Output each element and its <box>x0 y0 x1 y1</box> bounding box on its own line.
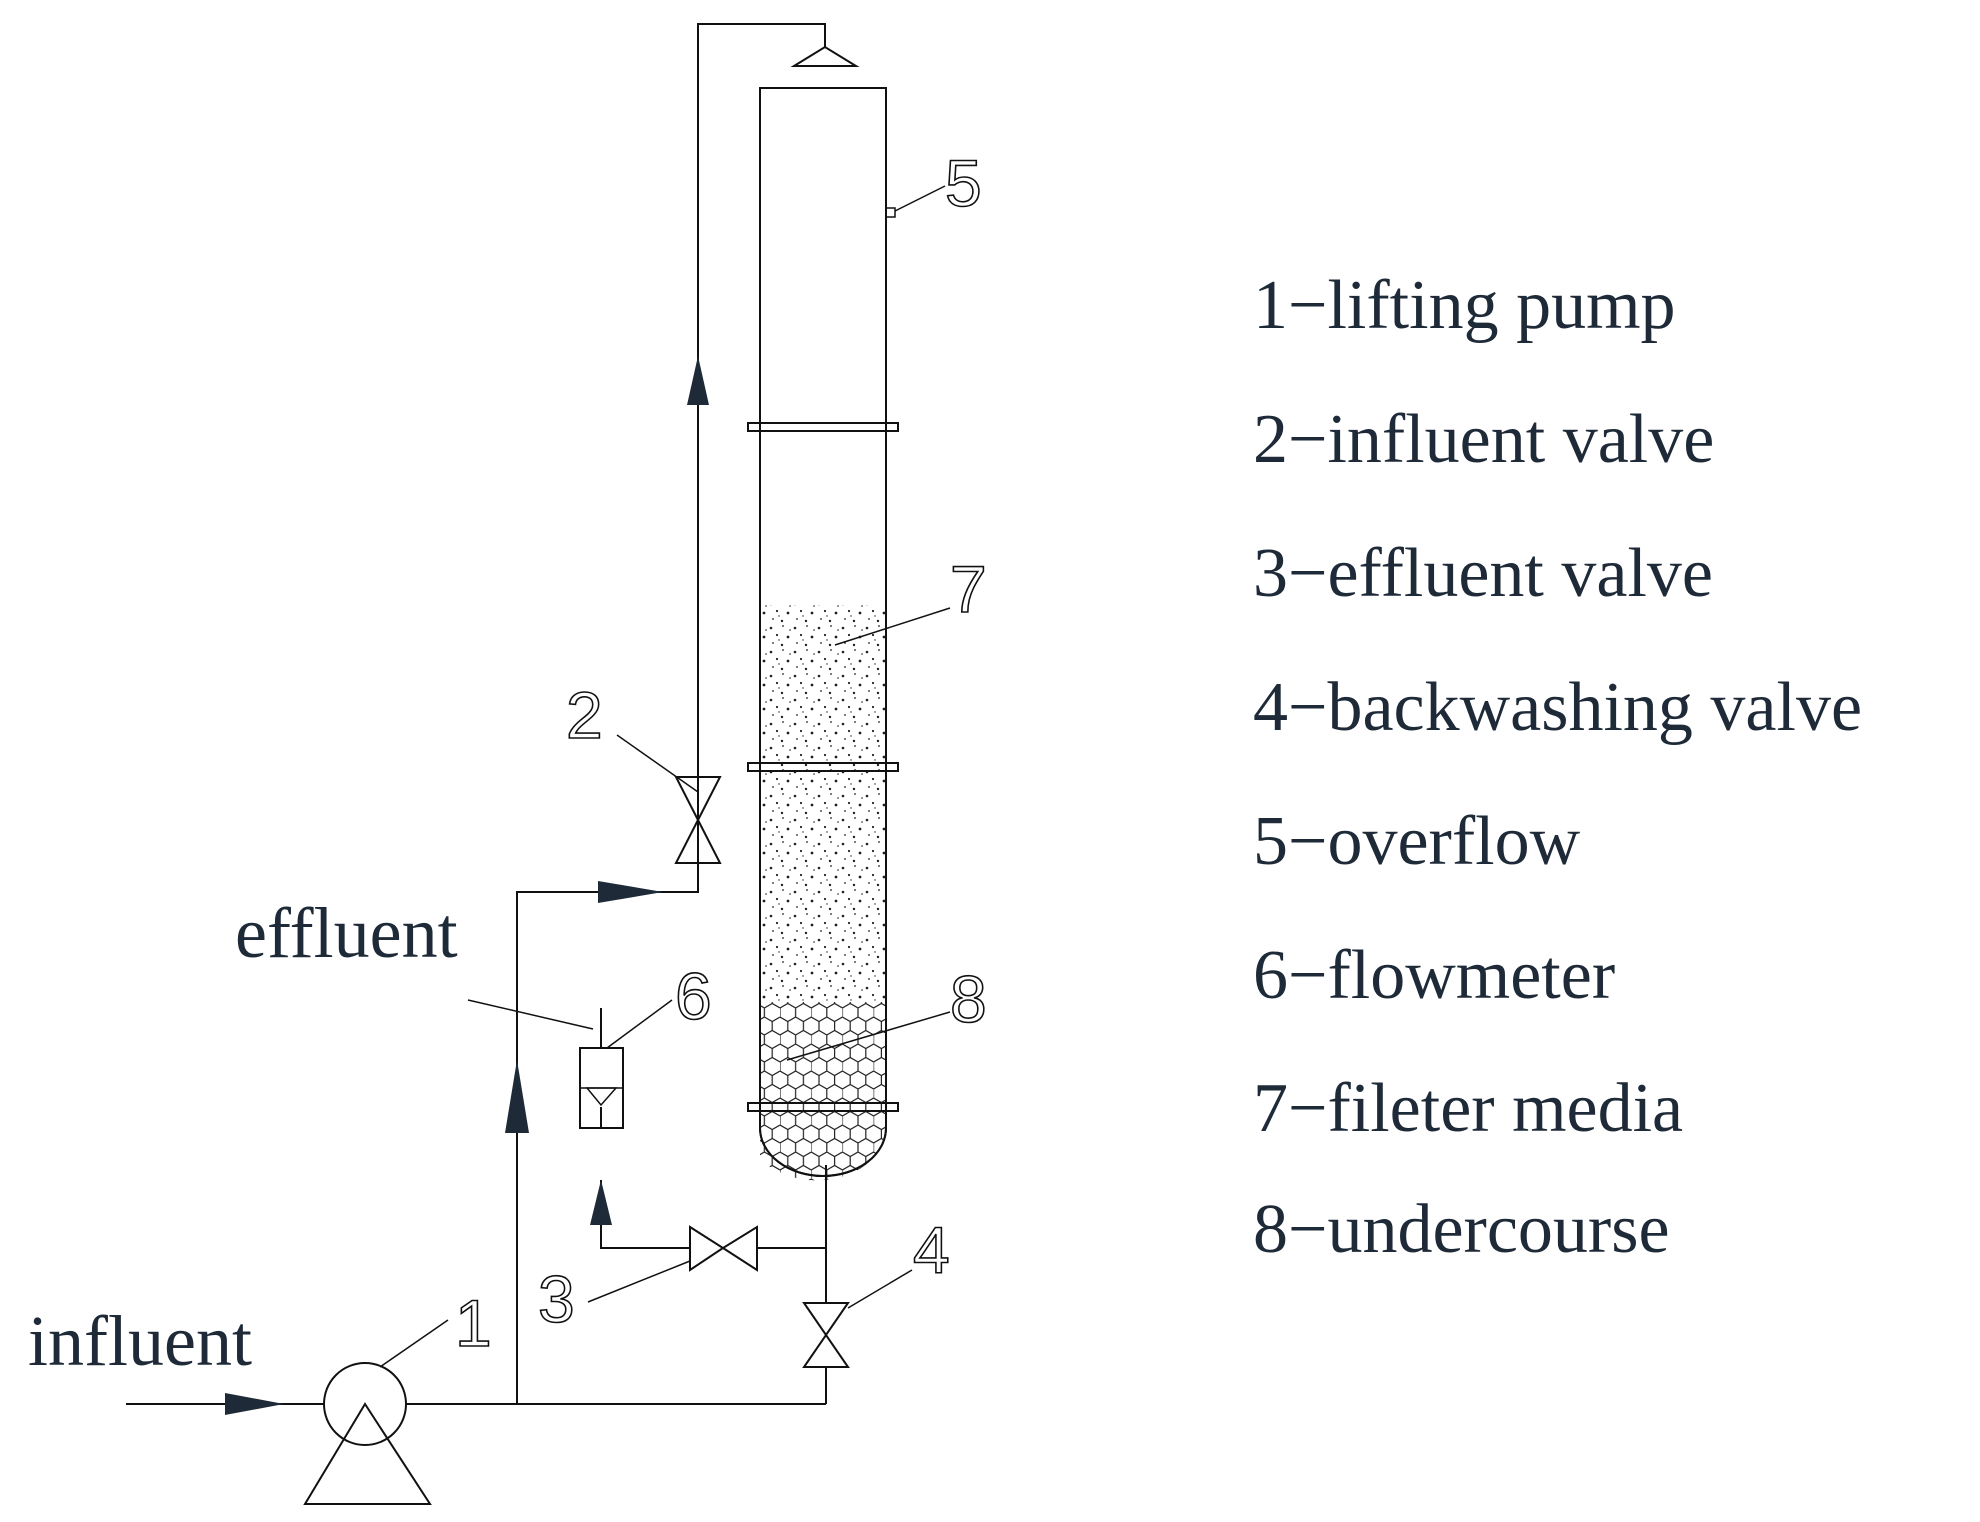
filter-column <box>747 87 899 1181</box>
legend-item: 4−backwashing valve <box>1253 669 1862 746</box>
influent-label: influent <box>28 1301 252 1381</box>
arrow-right-icon <box>225 1393 284 1415</box>
flow-arrows <box>225 356 709 1415</box>
overflow-port <box>885 207 896 218</box>
sprinkler-head <box>790 45 860 67</box>
flowmeter <box>579 1047 624 1129</box>
callout-3: 3 <box>538 1262 575 1336</box>
arrow-right-icon <box>598 881 663 903</box>
callout-6: 6 <box>675 959 712 1033</box>
legend-item: 8−undercourse <box>1253 1191 1670 1268</box>
effluent-label: effluent <box>235 893 458 973</box>
filter-media-layer <box>761 605 885 1002</box>
callout-4: 4 <box>913 1213 950 1287</box>
legend-item: 6−flowmeter <box>1253 937 1615 1014</box>
callouts: 1 2 3 4 5 6 7 8 <box>454 145 987 1361</box>
lifting-pump <box>303 1362 432 1505</box>
leader-lines <box>379 185 951 1368</box>
callout-2: 2 <box>566 678 603 752</box>
arrow-up-icon <box>687 356 709 405</box>
legend: 1−lifting pump 2−influent valve 3−efflue… <box>1253 267 1862 1268</box>
pump-base <box>303 1402 432 1505</box>
legend-item: 1−lifting pump <box>1253 267 1676 344</box>
callout-5: 5 <box>945 146 982 220</box>
legend-item: 7−fileter media <box>1253 1070 1683 1147</box>
flange-middle <box>747 762 899 772</box>
flowmeter-float-icon <box>585 1087 618 1107</box>
legend-item: 2−influent valve <box>1253 401 1714 478</box>
effluent-valve-icon <box>689 1225 758 1272</box>
piping <box>126 23 860 1405</box>
pump-icon <box>323 1362 407 1446</box>
legend-item: 3−effluent valve <box>1253 535 1713 612</box>
legend-item: 5−overflow <box>1253 803 1581 880</box>
callout-7: 7 <box>950 552 987 626</box>
flange-lower <box>747 1102 899 1112</box>
arrow-up-icon <box>505 1060 529 1133</box>
undercourse-layer <box>761 1002 885 1110</box>
influent-valve-icon <box>674 776 722 864</box>
arrow-up-icon <box>590 1180 612 1225</box>
callout-8: 8 <box>950 962 987 1036</box>
flange-upper <box>747 422 899 432</box>
backwash-valve-icon <box>802 1302 850 1368</box>
callout-1: 1 <box>455 1286 492 1360</box>
